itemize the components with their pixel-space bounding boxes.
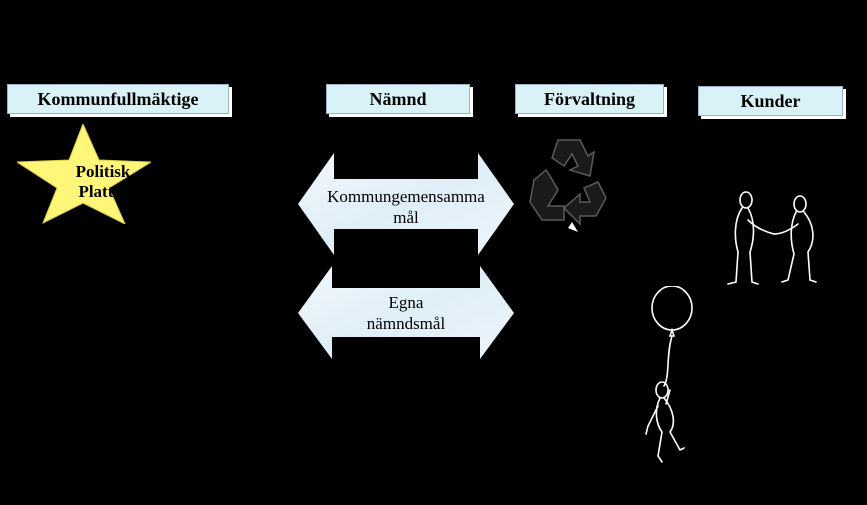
double-arrow-icon: [298, 153, 514, 255]
arrow-label-line2: mål: [393, 208, 419, 227]
balloon-person-icon: [640, 285, 700, 468]
arrow-label-line1: Egna: [388, 293, 424, 312]
arrow-kommungemensamma-mal: Kommungemensamma mål: [298, 153, 514, 255]
arrow-label-line2: nämndsmål: [366, 314, 446, 333]
header-kommunfullmaktige: Kommunfullmäktige: [7, 84, 229, 114]
header-namnd: Nämnd: [326, 84, 470, 114]
double-arrow-icon: [298, 266, 514, 359]
politisk-plattform-star: Politisk Plattfo: [17, 124, 151, 224]
recycle-icon: [528, 136, 608, 234]
star-icon: [17, 124, 151, 224]
star-label-line1: Politisk: [75, 162, 131, 181]
handshake-icon: [724, 190, 824, 288]
header-kunder: Kunder: [698, 86, 843, 116]
arrow-label-line1: Kommungemensamma: [327, 187, 485, 206]
arrow-label: Kommungemensamma mål: [298, 186, 514, 228]
star-label: Politisk Plattfo: [37, 162, 151, 202]
arrow-label: Egna nämndsmål: [298, 292, 514, 334]
star-label-line2: Plattfo: [78, 182, 128, 201]
arrow-egna-namndsmal: Egna nämndsmål: [298, 266, 514, 359]
header-forvaltning: Förvaltning: [515, 84, 664, 114]
